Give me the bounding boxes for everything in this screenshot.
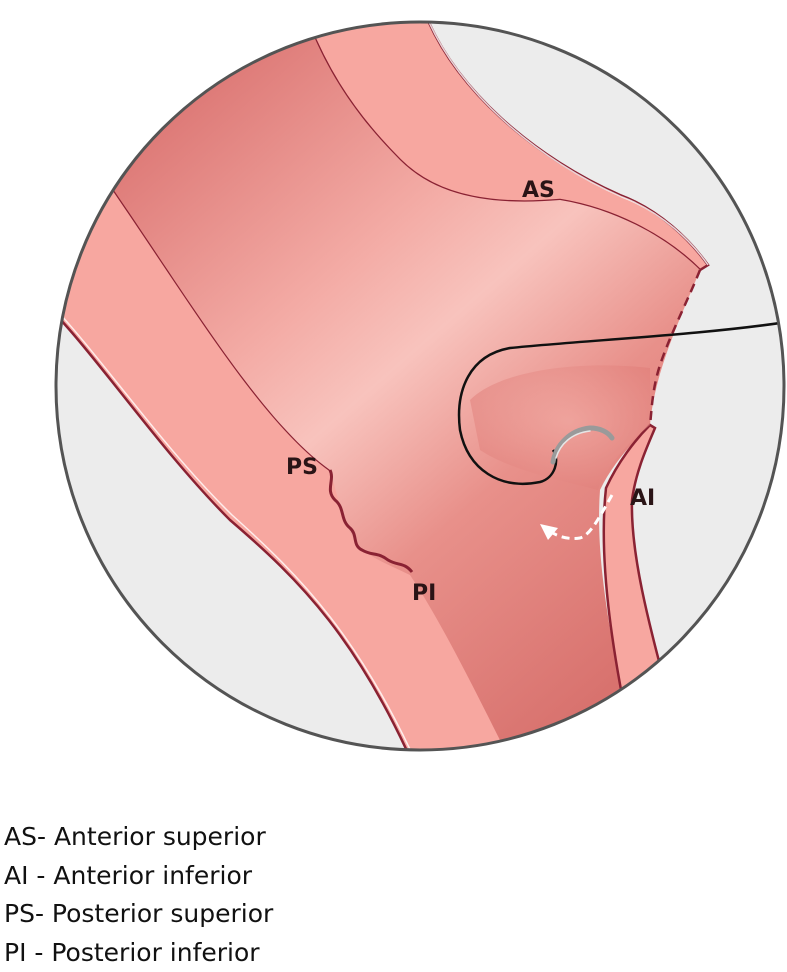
legend-item-pi: PI - Posterior inferior bbox=[4, 934, 273, 972]
legend-item-ps: PS- Posterior superior bbox=[4, 895, 273, 934]
label-pi: PI bbox=[412, 581, 436, 606]
label-ps: PS bbox=[286, 455, 318, 480]
label-as: AS bbox=[522, 178, 555, 203]
legend: AS- Anterior superior AI - Anterior infe… bbox=[4, 818, 273, 972]
legend-item-ai: AI - Anterior inferior bbox=[4, 857, 273, 896]
anatomical-illustration: AS AI PS PI bbox=[0, 0, 787, 775]
legend-item-as: AS- Anterior superior bbox=[4, 818, 273, 857]
label-ai: AI bbox=[630, 486, 655, 511]
